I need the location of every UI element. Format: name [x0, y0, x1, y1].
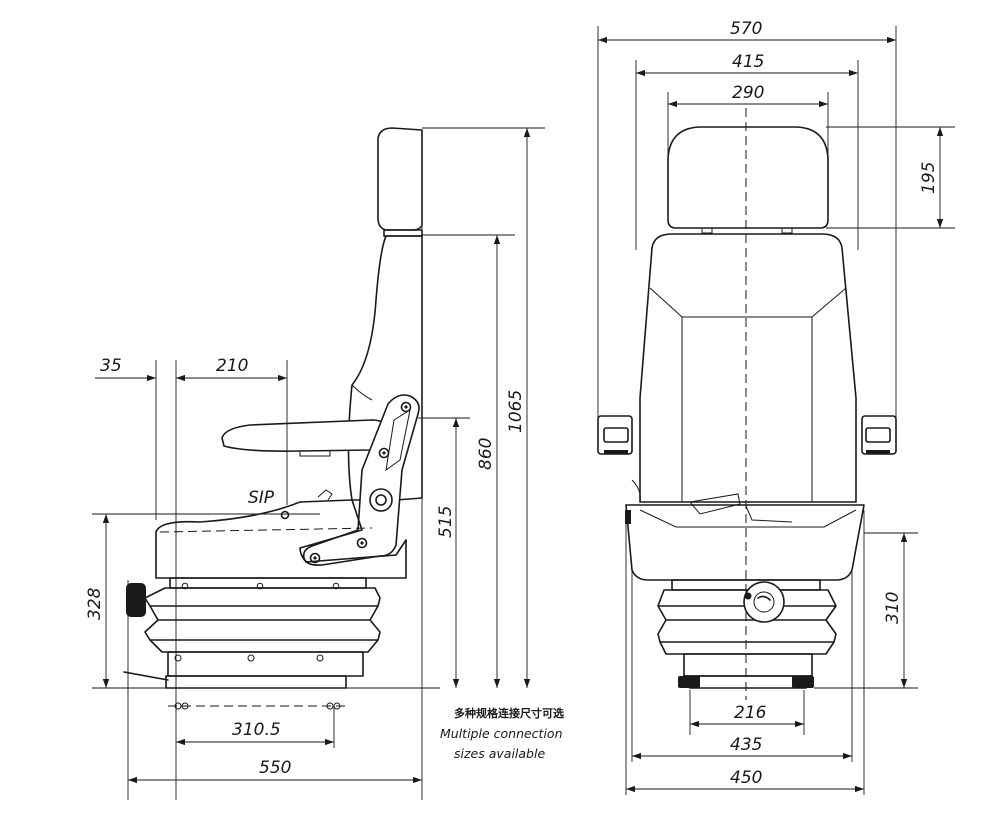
- front-bellows: [657, 589, 837, 655]
- dim-515: 515: [436, 506, 456, 538]
- side-headrest: [377, 127, 423, 231]
- note-line1: Multiple connection: [440, 726, 563, 741]
- front-backrest: [639, 233, 857, 503]
- side-bellows: [144, 587, 381, 653]
- front-right-armrest: [861, 415, 897, 455]
- side-mount-holes: [168, 702, 346, 710]
- dim-290: 290: [732, 83, 764, 103]
- dim-195: 195: [919, 162, 939, 194]
- dim-310: 310: [883, 592, 903, 624]
- dim-550: 550: [259, 758, 291, 778]
- front-view: 570 415 290 195 310 216 435 450: [597, 19, 955, 795]
- side-weight-knob: [126, 583, 146, 617]
- note-chinese: 多种规格连接尺寸可选: [454, 706, 564, 720]
- dim-216: 216: [734, 703, 767, 723]
- dim-570: 570: [730, 19, 762, 39]
- dim-860: 860: [476, 438, 496, 470]
- dim-328: 328: [85, 587, 105, 620]
- dim-210: 210: [216, 356, 248, 376]
- side-recline-plate: [302, 394, 420, 566]
- side-view: 35 210 328 515 860 1065 310.5 550 SIP: [85, 127, 545, 800]
- side-armrest: [221, 419, 387, 452]
- front-left-armrest: [597, 415, 633, 455]
- connection-note: 多种规格连接尺寸可选 Multiple connection sizes ava…: [440, 706, 564, 761]
- dim-450: 450: [730, 768, 762, 788]
- side-seat-cushion: [155, 499, 407, 579]
- front-feet: [678, 676, 814, 688]
- dim-1065: 1065: [506, 390, 526, 433]
- side-lower-plate: [167, 651, 364, 677]
- front-headrest: [667, 126, 829, 229]
- side-slide-handle: [123, 671, 169, 681]
- side-headrest-post: [383, 229, 423, 237]
- dim-435: 435: [730, 735, 762, 755]
- dim-415: 415: [732, 52, 764, 72]
- side-base-rail: [165, 675, 347, 689]
- dim-35: 35: [100, 356, 122, 376]
- front-weight-dial: [743, 581, 785, 623]
- dim-310-5: 310.5: [232, 720, 281, 740]
- note-line2: sizes available: [454, 746, 545, 761]
- sip-label: SIP: [248, 488, 275, 508]
- front-seat-pan: [625, 504, 865, 581]
- front-lower-plate: [683, 653, 813, 677]
- side-backrest: [347, 235, 423, 501]
